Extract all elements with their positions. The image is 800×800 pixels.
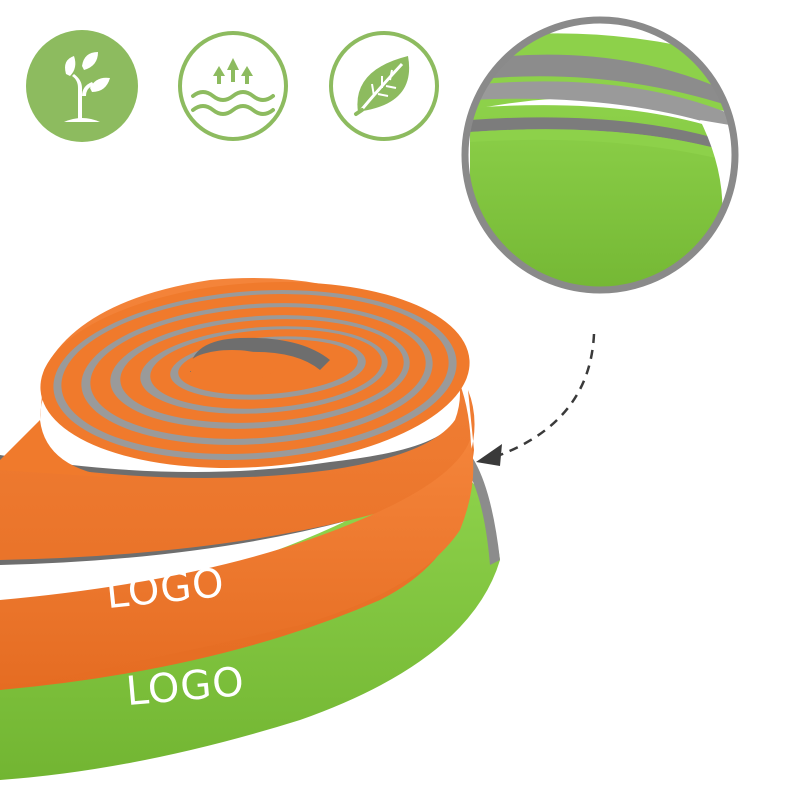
callout-arrow [476,333,596,466]
zoom-callout [461,16,739,294]
orange-band [0,278,475,690]
sprout-icon [26,30,138,142]
leaf-icon [329,31,439,141]
stretch-arrows-icon [178,31,288,141]
